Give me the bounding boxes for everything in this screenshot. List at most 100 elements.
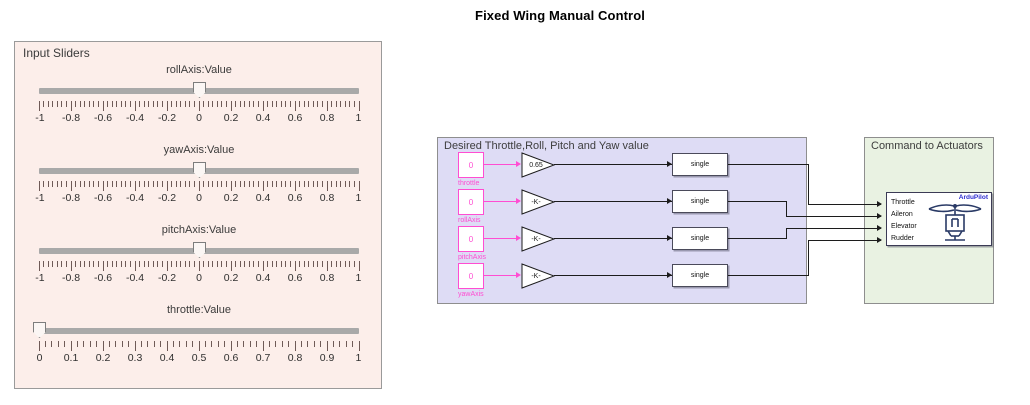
gain-value-yawaxis: -K-: [531, 272, 541, 280]
wire-route-throttle-h2: [808, 204, 881, 205]
ruler-minor-tick: [157, 101, 159, 107]
convert-block-yawaxis[interactable]: single: [672, 264, 728, 287]
wire-rollaxis-to-gain: [484, 201, 517, 202]
ruler-major-tick: [326, 101, 328, 111]
ruler-minor-tick: [268, 341, 270, 347]
ruler-minor-tick: [97, 101, 99, 107]
input-sliders-panel-title: Input Sliders: [23, 46, 90, 60]
ruler-tick-label: 0.7: [255, 352, 271, 364]
subsystem-command-to-actuators-title: Command to Actuators: [871, 140, 983, 152]
slider-thumb-yawaxis[interactable]: [193, 162, 206, 178]
convert-block-throttle[interactable]: single: [672, 153, 728, 176]
ruler-tick-label: 0.8: [319, 112, 335, 124]
subsystem-command-to-actuators[interactable]: Command to Actuators: [864, 137, 994, 304]
ruler-major-tick: [294, 341, 296, 351]
ruler-minor-tick: [299, 101, 301, 107]
ruler-major-tick: [198, 101, 200, 111]
arrow-convert-in-pitchaxis: [667, 235, 672, 241]
ruler-minor-tick: [203, 261, 205, 267]
ruler-tick-label: 0: [196, 272, 202, 284]
slider-track-pitchaxis[interactable]: [39, 240, 359, 258]
const-block-yawaxis[interactable]: 0: [458, 263, 484, 289]
wire-route-rollaxis-h1: [728, 201, 787, 202]
ruler-minor-tick: [289, 181, 291, 187]
ruler-tick-label: 0: [36, 352, 43, 364]
ruler-minor-tick: [171, 101, 173, 107]
ruler-minor-tick: [267, 261, 269, 267]
ruler-minor-tick: [97, 181, 99, 187]
ruler-tick-label: 1: [355, 272, 362, 284]
ruler-major-tick: [198, 261, 200, 271]
ruler-minor-tick: [143, 261, 145, 267]
slider-thumb-pitchaxis[interactable]: [193, 242, 206, 258]
ruler-tick-label: 0.4: [159, 352, 175, 364]
ruler-minor-tick: [76, 341, 78, 347]
slider-track-throttle[interactable]: [33, 320, 359, 338]
ruler-minor-tick: [184, 261, 186, 267]
ruler-minor-tick: [211, 341, 213, 347]
ruler-major-tick: [134, 341, 136, 351]
const-block-rollaxis[interactable]: 0: [458, 189, 484, 215]
ruler-major-tick: [230, 341, 232, 351]
ruler-minor-tick: [212, 261, 214, 267]
ruler-minor-tick: [84, 261, 86, 267]
const-block-pitchaxis[interactable]: 0: [458, 226, 484, 252]
ruler-minor-tick: [212, 181, 214, 187]
ruler-minor-tick: [340, 261, 342, 267]
subsystem-desired-values[interactable]: Desired Throttle,Roll, Pitch and Yaw val…: [437, 137, 807, 304]
ruler-minor-tick: [267, 101, 269, 107]
ruler-major-tick: [166, 101, 168, 111]
slider-track-rollaxis[interactable]: [39, 80, 359, 98]
ardupilot-port-aileron: Aileron: [891, 211, 913, 218]
ruler-minor-tick: [108, 341, 110, 347]
const-label-pitchaxis: pitchAxis: [458, 254, 487, 261]
convert-block-rollaxis[interactable]: single: [672, 190, 728, 213]
ruler-minor-tick: [52, 101, 54, 107]
wire-route-pitchaxis-v: [786, 228, 787, 239]
ruler-minor-tick: [349, 101, 351, 107]
ruler-minor-tick: [193, 181, 195, 187]
const-value-yawaxis: 0: [468, 271, 474, 281]
ruler-minor-tick: [313, 341, 315, 347]
ruler-tick-label: 0.8: [319, 272, 335, 284]
ruler-minor-tick: [107, 181, 109, 187]
ruler-minor-tick: [96, 341, 98, 347]
ruler-minor-tick: [157, 261, 159, 267]
convert-label-yawaxis: single: [690, 272, 710, 279]
gain-value-pitchaxis: -K-: [531, 235, 541, 243]
gain-block-yawaxis[interactable]: -K-: [521, 263, 555, 289]
convert-label-throttle: single: [690, 161, 710, 168]
gain-block-rollaxis[interactable]: -K-: [521, 189, 555, 215]
ruler-tick-label: 0.4: [255, 192, 271, 204]
ruler-minor-tick: [236, 341, 238, 347]
ruler-minor-tick: [317, 181, 319, 187]
ruler-major-tick: [230, 181, 232, 191]
ruler-major-tick: [198, 181, 200, 191]
ruler-minor-tick: [147, 341, 149, 347]
convert-block-pitchaxis[interactable]: single: [672, 227, 728, 250]
ruler-minor-tick: [65, 101, 67, 107]
ruler-tick-label: 0.1: [63, 352, 79, 364]
ruler-minor-tick: [120, 181, 122, 187]
page-title: Fixed Wing Manual Control: [0, 8, 1030, 23]
const-label-rollaxis: rollAxis: [458, 217, 481, 224]
slider-thumb-throttle[interactable]: [33, 322, 46, 338]
ruler-minor-tick: [139, 181, 141, 187]
ruler-minor-tick: [321, 101, 323, 107]
ruler-minor-tick: [171, 181, 173, 187]
ruler-minor-tick: [216, 101, 218, 107]
gain-block-pitchaxis[interactable]: -K-: [521, 226, 555, 252]
ruler-minor-tick: [52, 181, 54, 187]
const-block-throttle[interactable]: 0: [458, 152, 484, 178]
ruler-tick-label: 0.8: [287, 352, 303, 364]
ardupilot-block[interactable]: ArduPilot Throttle Aileron Elevator Rudd…: [886, 192, 992, 246]
ruler-minor-tick: [257, 181, 259, 187]
ruler-minor-tick: [244, 101, 246, 107]
ruler-minor-tick: [308, 261, 310, 267]
gain-block-throttle[interactable]: 0.65: [521, 152, 555, 178]
slider-thumb-rollaxis[interactable]: [193, 82, 206, 98]
slider-track-yawaxis[interactable]: [39, 160, 359, 178]
ruler-minor-tick: [221, 101, 223, 107]
ruler-minor-tick: [339, 341, 341, 347]
